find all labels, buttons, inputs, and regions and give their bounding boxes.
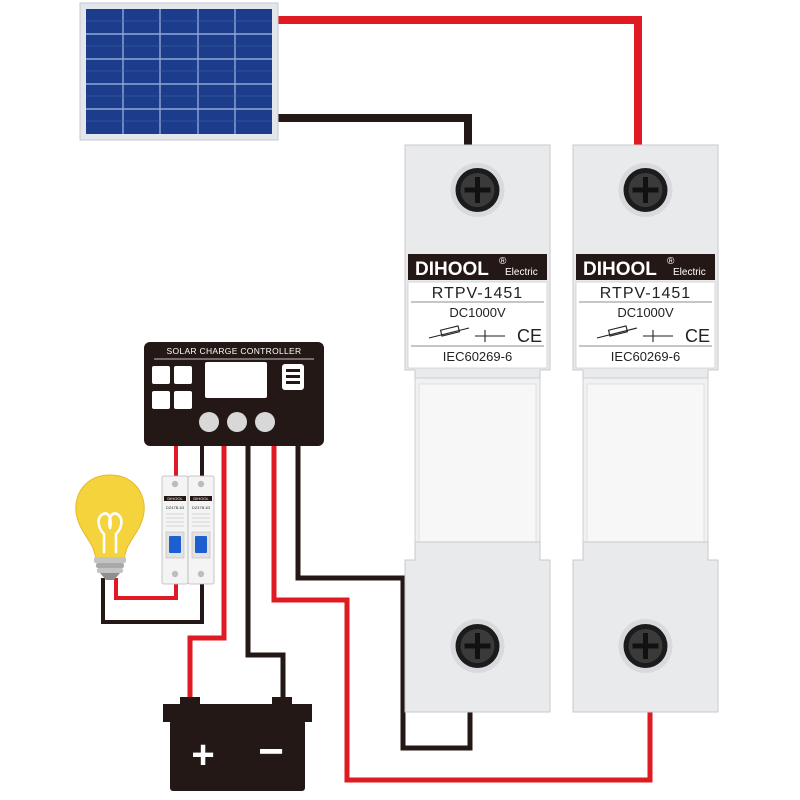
holder-brand-suffix: Electric <box>505 267 538 278</box>
solar-panel-grid <box>86 9 272 134</box>
breaker-toggle <box>195 536 207 553</box>
controller-button-1 <box>199 412 219 432</box>
breaker-brand: DIHOOL <box>167 496 183 501</box>
mini-circuit-breakers: DIHOOL DZ47B-63 DIHOOL DZ47B-63 <box>161 475 215 585</box>
controller-display <box>205 362 267 398</box>
terminal-screw-icon <box>450 619 505 673</box>
terminal-screw-icon <box>450 163 505 217</box>
wire-controller-battery-positive <box>187 445 227 702</box>
battery: + − <box>163 697 312 791</box>
controller-indicator-grid <box>152 366 192 409</box>
holder-model: RTPV-1451 <box>600 285 691 302</box>
controller-title: SOLAR CHARGE CONTROLLER <box>167 346 302 356</box>
controller-button-3 <box>255 412 275 432</box>
battery-positive-symbol: + <box>191 733 214 777</box>
holder-registered-mark: ® <box>667 256 675 267</box>
terminal-screw-icon <box>618 163 673 217</box>
wire-controller-battery-negative <box>245 445 286 702</box>
wire-breaker-1-to-bulb <box>114 578 178 600</box>
holder-standard: IEC60269-6 <box>443 349 512 364</box>
mini-breaker-1: DIHOOL DZ47B-63 <box>161 475 189 585</box>
holder-registered-mark: ® <box>499 256 507 267</box>
mini-breaker-2: DIHOOL DZ47B-63 <box>187 475 215 585</box>
light-bulb-icon <box>75 474 145 580</box>
solar-panel <box>79 2 279 141</box>
holder-voltage: DC1000V <box>449 305 506 320</box>
wire-breaker-2-to-bulb <box>101 578 204 624</box>
bulb-filament <box>97 512 123 554</box>
ce-mark-icon: CE <box>517 326 542 346</box>
controller-button-2 <box>227 412 247 432</box>
breaker-model: DZ47B-63 <box>192 505 211 510</box>
holder-brand: DIHOOL <box>583 259 657 280</box>
holder-brand: DIHOOL <box>415 259 489 280</box>
fuse-switch-symbol-icon <box>428 325 505 342</box>
breaker-toggle <box>169 536 181 553</box>
breaker-model: DZ47B-63 <box>166 505 185 510</box>
controller-usb-port <box>282 364 304 390</box>
ce-mark-icon: CE <box>685 326 710 346</box>
holder-brand-suffix: Electric <box>673 267 706 278</box>
wires <box>101 16 653 783</box>
battery-negative-symbol: − <box>258 727 284 776</box>
holder-standard: IEC60269-6 <box>611 349 680 364</box>
wire-holder-left-to-controller <box>295 445 473 751</box>
fuse-switch-symbol-icon <box>596 325 673 342</box>
solar-charge-controller: SOLAR CHARGE CONTROLLER <box>144 342 324 446</box>
fuse-holders: DIHOOL®ElectricRTPV-1451DC1000VCEIEC6026… <box>404 144 719 713</box>
wire-holder-right-to-controller <box>271 445 653 783</box>
holder-model: RTPV-1451 <box>432 285 523 302</box>
breaker-brand: DIHOOL <box>193 496 209 501</box>
terminal-screw-icon <box>618 619 673 673</box>
wire-panel-positive <box>276 16 642 175</box>
holder-voltage: DC1000V <box>617 305 674 320</box>
